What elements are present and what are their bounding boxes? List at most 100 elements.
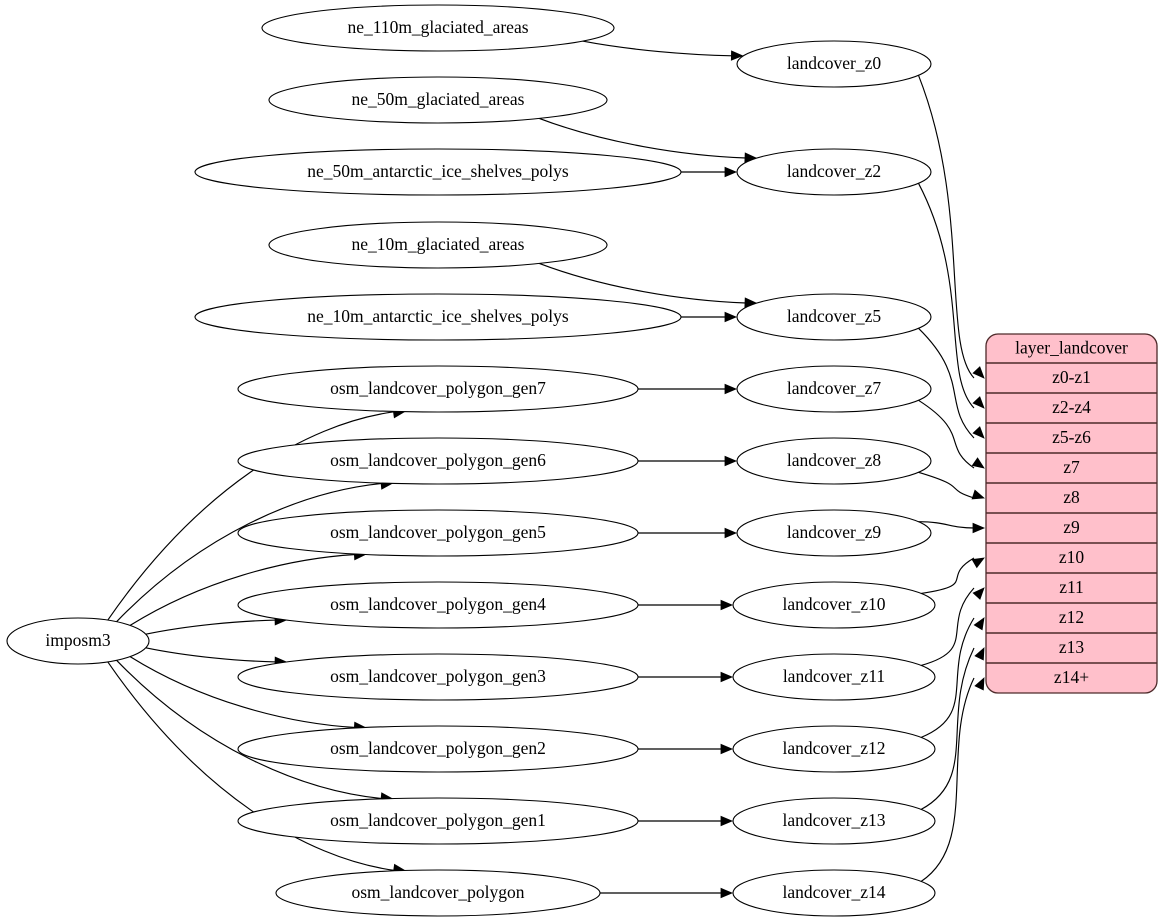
edge-arrowhead xyxy=(973,617,985,631)
node-ne_50m_glaciated_areas[interactable]: ne_50m_glaciated_areas xyxy=(268,76,608,124)
table-row-z8[interactable]: z8 xyxy=(1063,487,1080,507)
edge-arrowhead xyxy=(720,671,734,683)
node-shape-natural-earth-table xyxy=(194,148,682,196)
edge-landcover_z14-to-layer_landcover-z14- xyxy=(920,677,975,882)
node-landcover_z12[interactable]: landcover_z12 xyxy=(732,725,936,773)
table-row-z5-z6[interactable]: z5-z6 xyxy=(1052,427,1091,447)
edge-imposm3-to-osm_landcover_polygon xyxy=(107,661,395,872)
edge-arrowhead xyxy=(972,366,985,379)
table-row-z14plus[interactable]: z14+ xyxy=(1054,667,1089,687)
edge-ne_110m_glaciated_areas-to-landcover_z0 xyxy=(582,40,733,57)
node-shape-landcover-layer xyxy=(732,653,936,701)
edge-landcover_z9-to-layer_landcover-z9 xyxy=(918,521,975,529)
edge-landcover_z5-to-layer_landcover-z5-z6 xyxy=(918,327,975,439)
node-osm_landcover_polygon[interactable]: osm_landcover_polygon xyxy=(275,869,601,917)
node-osm_landcover_polygon_gen2[interactable]: osm_landcover_polygon_gen2 xyxy=(237,725,639,773)
node-label: ne_50m_antarctic_ice_shelves_polys xyxy=(307,161,569,181)
node-landcover_z9[interactable]: landcover_z9 xyxy=(736,509,932,557)
node-ne_110m_glaciated_areas[interactable]: ne_110m_glaciated_areas xyxy=(261,4,615,52)
node-shape-landcover-layer xyxy=(736,293,932,341)
table-row-z0-z1[interactable]: z0-z1 xyxy=(1052,367,1091,387)
table-row-z7[interactable]: z7 xyxy=(1063,457,1080,477)
node-osm_landcover_polygon_gen7[interactable]: osm_landcover_polygon_gen7 xyxy=(237,365,639,413)
node-osm_landcover_polygon_gen1[interactable]: osm_landcover_polygon_gen1 xyxy=(237,797,639,845)
node-shape-landcover-layer xyxy=(736,509,932,557)
node-landcover_z11[interactable]: landcover_z11 xyxy=(732,653,936,701)
node-label: landcover_z13 xyxy=(782,810,885,830)
node-landcover_z14[interactable]: landcover_z14 xyxy=(732,869,936,917)
node-landcover_z8[interactable]: landcover_z8 xyxy=(736,437,932,485)
node-shape-landcover-layer xyxy=(736,148,932,196)
node-landcover_z7[interactable]: landcover_z7 xyxy=(736,365,932,413)
layer-landcover-record[interactable]: layer_landcover z0-z1 z2-z4 z5-z6 z7 z8 z9 z10 z… xyxy=(985,333,1158,694)
node-shape-landcover-layer xyxy=(736,40,932,88)
node-ne_10m_antarctic_ice_shelves_polys[interactable]: ne_10m_antarctic_ice_shelves_polys xyxy=(194,293,682,341)
node-label: osm_landcover_polygon_gen5 xyxy=(330,522,546,542)
node-shape-natural-earth-table xyxy=(268,76,608,124)
node-shape-natural-earth-table xyxy=(194,293,682,341)
node-shape-osm-table xyxy=(237,725,639,773)
edge-landcover_z0-to-layer_landcover-z0-z1 xyxy=(917,75,975,379)
node-label: landcover_z7 xyxy=(787,378,882,398)
node-landcover_z13[interactable]: landcover_z13 xyxy=(732,797,936,845)
node-landcover_z10[interactable]: landcover_z10 xyxy=(732,581,936,629)
edge-arrowhead xyxy=(972,426,985,439)
node-ne_10m_glaciated_areas[interactable]: ne_10m_glaciated_areas xyxy=(268,221,608,269)
node-label: ne_10m_antarctic_ice_shelves_polys xyxy=(307,306,569,326)
node-osm_landcover_polygon_gen3[interactable]: osm_landcover_polygon_gen3 xyxy=(237,653,639,701)
node-label: ne_110m_glaciated_areas xyxy=(347,17,528,37)
node-shape-osm-table xyxy=(275,869,601,917)
node-label: osm_landcover_polygon_gen3 xyxy=(330,666,546,686)
node-imposm3[interactable]: imposm3 xyxy=(6,617,150,665)
node-label: landcover_z11 xyxy=(783,666,885,686)
table-row-z9[interactable]: z9 xyxy=(1063,517,1080,537)
edge-imposm3-to-osm_landcover_polygon_gen5 xyxy=(129,553,356,626)
edge-imposm3-to-osm_landcover_polygon_gen4 xyxy=(145,619,277,635)
node-shape-osm-table xyxy=(237,653,639,701)
table-header-label: layer_landcover xyxy=(1015,338,1128,358)
edge-arrowhead xyxy=(972,396,985,409)
table-row-z10[interactable]: z10 xyxy=(1059,547,1085,567)
node-ne_50m_antarctic_ice_shelves_polys[interactable]: ne_50m_antarctic_ice_shelves_polys xyxy=(194,148,682,196)
layer-landcover-table: layer_landcover z0-z1 z2-z4 z5-z6 z7 z8 z9 z10 z… xyxy=(985,333,1158,694)
node-shape-osm-table xyxy=(237,581,639,629)
edge-arrowhead xyxy=(720,887,734,899)
table-row-z11[interactable]: z11 xyxy=(1059,577,1084,597)
edge-arrowhead xyxy=(974,677,985,691)
edge-arrowhead xyxy=(974,647,985,661)
edge-arrowhead xyxy=(971,457,985,469)
node-shape-landcover-layer xyxy=(732,797,936,845)
node-label: ne_50m_glaciated_areas xyxy=(352,89,525,109)
edge-imposm3-to-osm_landcover_polygon_gen3 xyxy=(145,647,277,663)
node-shape-landcover-layer xyxy=(732,725,936,773)
node-shape-natural-earth-table xyxy=(261,4,615,52)
table-row-z2-z4[interactable]: z2-z4 xyxy=(1052,397,1091,417)
node-osm_landcover_polygon_gen4[interactable]: osm_landcover_polygon_gen4 xyxy=(237,581,639,629)
node-osm_landcover_polygon_gen6[interactable]: osm_landcover_polygon_gen6 xyxy=(237,437,639,485)
table-row-z13[interactable]: z13 xyxy=(1059,637,1085,657)
node-label: landcover_z0 xyxy=(787,53,882,73)
node-osm_landcover_polygon_gen5[interactable]: osm_landcover_polygon_gen5 xyxy=(237,509,639,557)
node-shape-landcover-layer xyxy=(736,437,932,485)
nodes-layer: imposm3 ne_110m_glaciated_areas ne_50m_gla… xyxy=(6,4,936,917)
node-landcover_z0[interactable]: landcover_z0 xyxy=(736,40,932,88)
node-label: landcover_z14 xyxy=(782,882,885,902)
edge-landcover_z2-to-layer_landcover-z2-z4 xyxy=(917,183,975,409)
edge-landcover_z8-to-layer_landcover-z8 xyxy=(918,471,975,499)
node-landcover_z5[interactable]: landcover_z5 xyxy=(736,293,932,341)
edge-arrowhead xyxy=(724,166,738,178)
edge-arrowhead xyxy=(724,527,738,539)
edge-arrowhead xyxy=(971,489,985,500)
node-shape-osm-table xyxy=(237,797,639,845)
node-label: landcover_z9 xyxy=(787,522,882,542)
table-row-z12[interactable]: z12 xyxy=(1059,607,1084,627)
node-label: osm_landcover_polygon_gen7 xyxy=(330,378,546,398)
node-label: imposm3 xyxy=(45,630,110,650)
node-label: osm_landcover_polygon_gen6 xyxy=(330,450,546,470)
node-label: osm_landcover_polygon_gen1 xyxy=(330,810,546,830)
node-shape-natural-earth-table xyxy=(268,221,608,269)
node-label: landcover_z8 xyxy=(787,450,882,470)
node-landcover_z2[interactable]: landcover_z2 xyxy=(736,148,932,196)
node-label: ne_10m_glaciated_areas xyxy=(352,234,525,254)
